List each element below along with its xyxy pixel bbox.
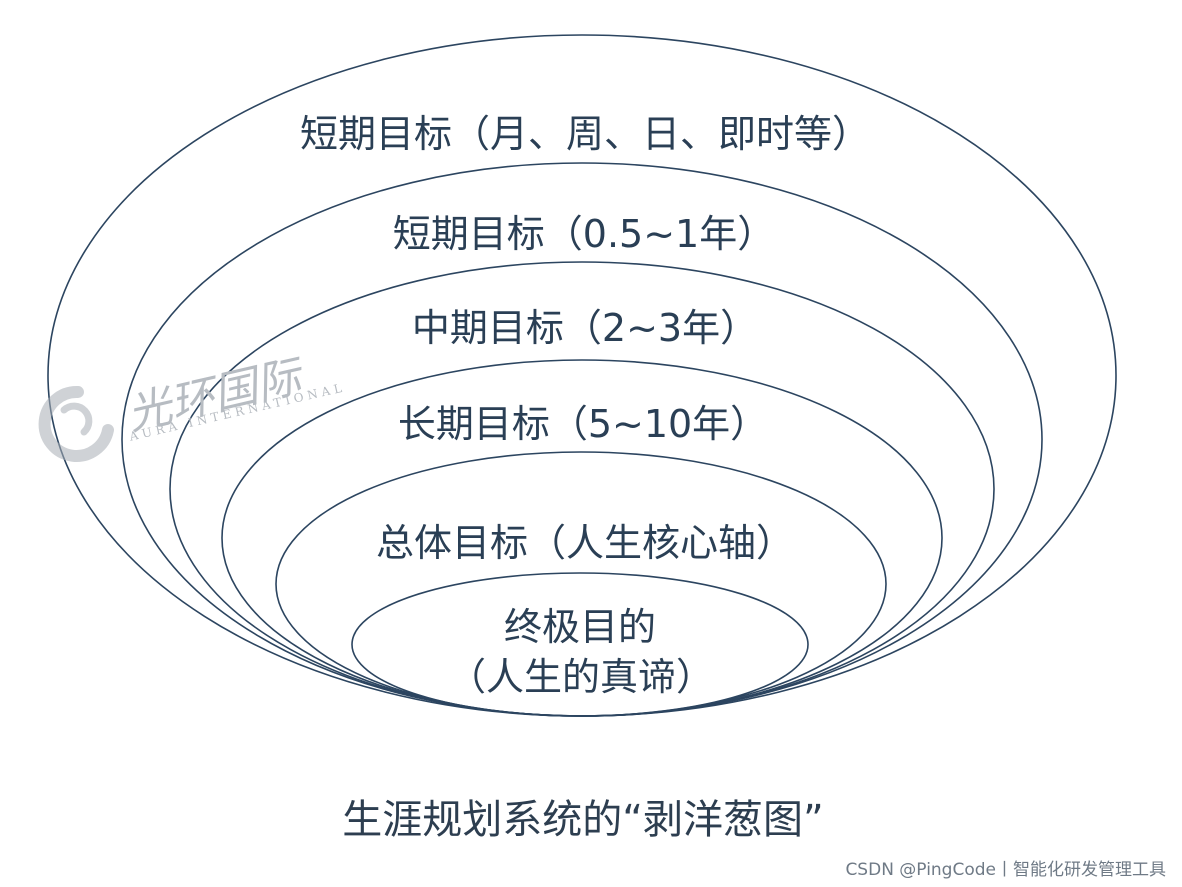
layer-label-overall-goal: 总体目标（人生核心轴） (375, 521, 795, 565)
layer-label-long-term: 长期目标（5~10年） (397, 402, 769, 446)
layer-label-short-term-year: 短期目标（0.5~1年） (392, 212, 776, 256)
layer-label-ultimate-purpose: 终极目的 (503, 605, 657, 649)
source-credit: CSDN @PingCode丨智能化研发管理工具 (845, 860, 1166, 880)
diagram-caption: 生涯规划系统的“剥洋葱图” (342, 797, 824, 843)
layer-label-life-meaning: （人生的真谛） (447, 655, 715, 699)
layer-label-short-term-daily: 短期目标（月、周、日、即时等） (299, 112, 871, 156)
watermark-logo-icon (38, 385, 114, 462)
layer-label-mid-term: 中期目标（2~3年） (411, 306, 759, 350)
